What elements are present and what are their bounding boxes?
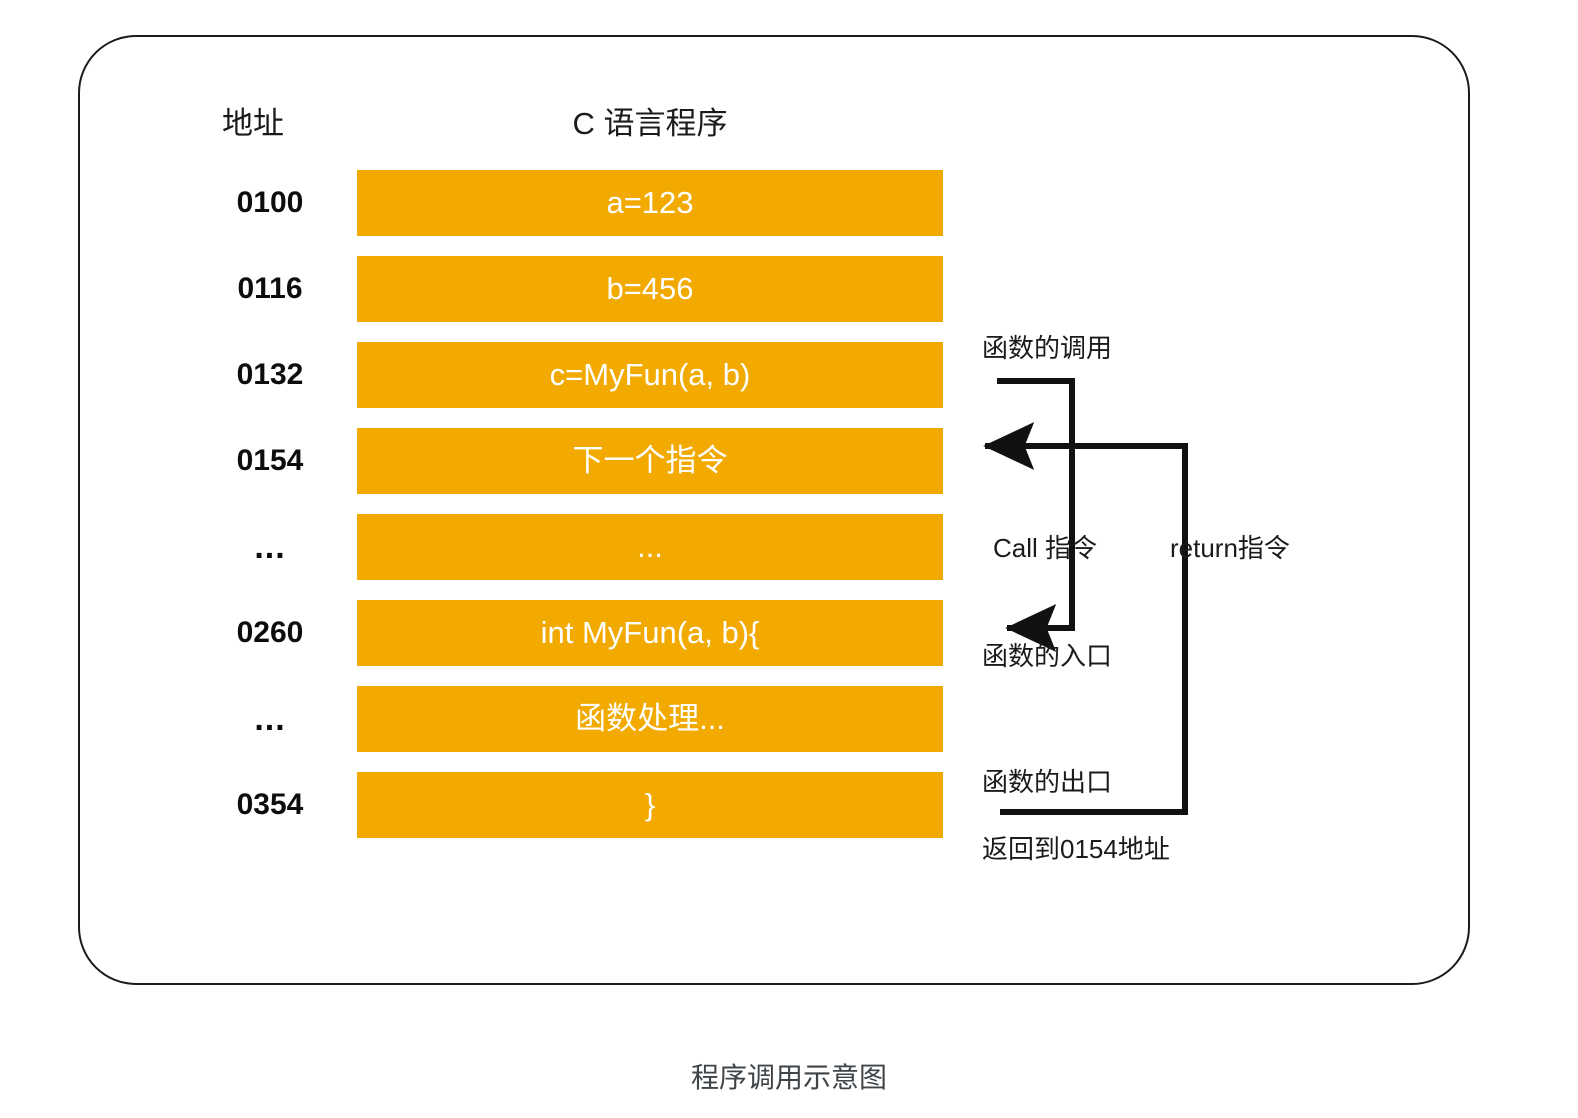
memory-row: 0354} bbox=[0, 772, 1000, 838]
memory-code-bar: a=123 bbox=[357, 170, 943, 236]
memory-row: 0132 c=MyFun(a, b) bbox=[0, 342, 1000, 408]
column-header-address: 地址 bbox=[222, 106, 284, 141]
memory-address-label: 0100 bbox=[236, 186, 304, 219]
memory-row: 0116 b=456 bbox=[0, 256, 1000, 322]
annotation-return-target: 返回到0154地址 bbox=[982, 834, 1170, 864]
memory-code-bar: ... bbox=[357, 514, 943, 580]
memory-code-bar: 函数处理... bbox=[357, 686, 943, 752]
memory-row: ...... bbox=[0, 514, 1000, 580]
figure-caption: 程序调用示意图 bbox=[690, 1062, 887, 1093]
memory-address-label: 0132 bbox=[236, 358, 304, 391]
annotation-function-call: 函数的调用 bbox=[982, 333, 1113, 363]
memory-code-bar: c=MyFun(a, b) bbox=[357, 342, 943, 408]
memory-address-label: 0116 bbox=[237, 272, 303, 305]
memory-row: ... 函数处理... bbox=[0, 686, 1000, 752]
annotation-function-entry: 函数的入口 bbox=[982, 641, 1113, 671]
memory-code-bar: b=456 bbox=[357, 256, 943, 322]
memory-code-bar: int MyFun(a, b){ bbox=[357, 600, 943, 666]
memory-row: 0100 a=123 bbox=[0, 170, 1000, 236]
memory-address-label: ... bbox=[254, 700, 286, 738]
memory-row: 0260 int MyFun(a, b){ bbox=[0, 600, 1000, 666]
memory-row: 0154 下一个指令 bbox=[0, 428, 1000, 494]
memory-code-bar: 下一个指令 bbox=[357, 428, 943, 494]
annotation-return-instruction: return指令 bbox=[1170, 533, 1290, 563]
memory-address-label: ... bbox=[254, 528, 286, 566]
annotation-function-exit: 函数的出口 bbox=[982, 767, 1113, 797]
memory-address-label: 0354 bbox=[236, 788, 304, 821]
annotation-call-instruction: Call 指令 bbox=[993, 533, 1098, 563]
memory-code-bar: } bbox=[357, 772, 943, 838]
memory-address-label: 0260 bbox=[236, 616, 304, 649]
column-header-program: C 语言程序 bbox=[572, 106, 728, 141]
memory-address-label: 0154 bbox=[236, 444, 304, 477]
